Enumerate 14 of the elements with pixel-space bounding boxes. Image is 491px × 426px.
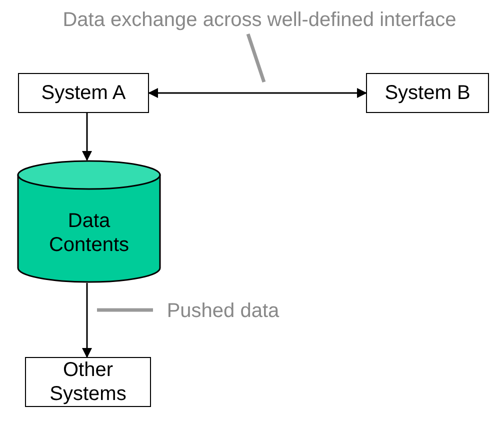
node-label: Other Systems <box>48 358 128 406</box>
system-box <box>25 357 151 407</box>
leader-line <box>246 33 266 83</box>
annotation-text: Data exchange across well-defined interface <box>62 8 456 32</box>
node-label: System B <box>384 81 470 105</box>
arrow <box>148 88 367 98</box>
leader-line <box>97 308 153 312</box>
arrow <box>82 113 92 161</box>
node-label: System A <box>41 81 126 105</box>
arrow <box>82 283 92 358</box>
annotation-text: Pushed data <box>166 299 280 323</box>
system-box <box>366 73 489 113</box>
node-label: Data Contents <box>48 208 130 256</box>
system-box <box>18 73 149 113</box>
